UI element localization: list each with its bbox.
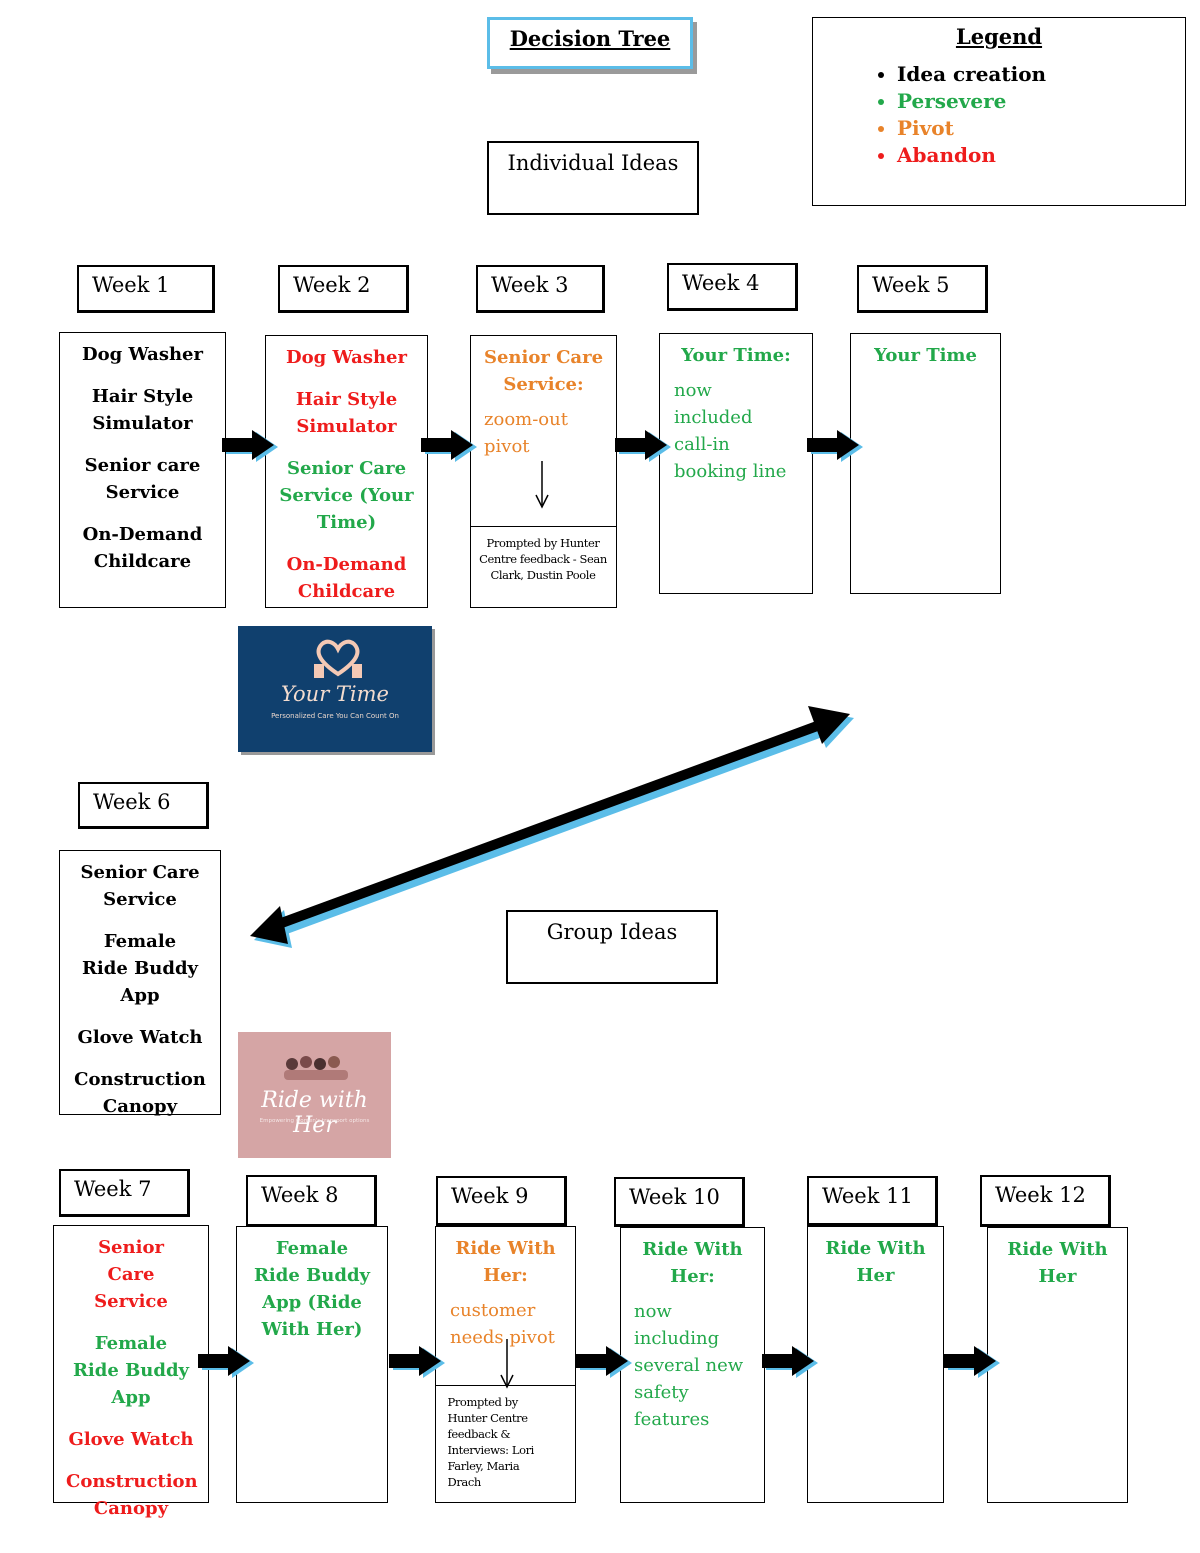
week-9-box: Ride With Her: customer needs pivot Prom…	[434, 1226, 576, 1503]
week-7-idea: Female Ride Buddy App	[72, 1333, 190, 1408]
individual-ideas-label: Individual Ideas	[507, 151, 679, 175]
right-arrow-icon	[944, 1346, 1000, 1378]
week-2-idea: On-Demand Childcare	[286, 554, 407, 602]
week-8-title: Female Ride Buddy App (Ride With Her)	[253, 1238, 371, 1340]
week-10-box: Ride With Her: now including several new…	[620, 1227, 765, 1503]
right-arrow-icon	[389, 1346, 445, 1378]
week-1-idea: Senior care Service	[84, 455, 201, 503]
week-1-label: Week 1	[77, 265, 215, 313]
week-3-down-arrow	[535, 461, 549, 509]
week-3-footnote-box: Prompted by Hunter Centre feedback - Sea…	[469, 526, 617, 608]
week-11-label: Week 11	[807, 1176, 938, 1226]
legend-item-abandon: Abandon	[897, 142, 1185, 169]
week-6-idea: Glove Watch	[77, 1027, 203, 1048]
week-2-idea: Dog Washer	[286, 347, 407, 368]
week-11-box: Ride With Her	[807, 1226, 944, 1503]
right-arrow-icon	[615, 430, 671, 462]
double-headed-diagonal-arrow	[250, 706, 854, 948]
right-arrow-icon	[421, 430, 477, 462]
right-arrow-icon	[198, 1346, 254, 1378]
right-arrow-icon	[762, 1346, 818, 1378]
legend-item-persevere: Persevere	[897, 88, 1185, 115]
week-3-footnote: Prompted by Hunter Centre feedback - Sea…	[479, 536, 607, 582]
week-9-note: customer needs pivot	[450, 1300, 555, 1348]
week-12-title: Ride With Her	[1007, 1239, 1108, 1287]
week-5-label: Week 5	[857, 265, 988, 313]
week-4-box: Your Time: now included call-in booking …	[659, 333, 813, 594]
week-10-note: now including several new safety feature…	[634, 1301, 744, 1430]
week-1-idea: On-Demand Childcare	[82, 524, 203, 572]
week-6-idea: Senior Care Service	[80, 862, 200, 910]
week-10-label: Week 10	[614, 1177, 745, 1227]
week-10-title: Ride With Her:	[642, 1239, 743, 1287]
week-4-label: Week 4	[667, 263, 798, 311]
week-5-title: Your Time	[874, 345, 977, 366]
week-3-label: Week 3	[476, 265, 605, 313]
week-12-box: Ride With Her	[987, 1227, 1128, 1503]
week-11-title: Ride With Her	[825, 1238, 926, 1286]
your-time-logo: Your Time Personalized Care You Can Coun…	[238, 626, 432, 752]
week-4-note: now included call-in booking line	[674, 380, 787, 482]
your-time-logo-tagline: Personalized Care You Can Count On	[271, 712, 399, 720]
week-2-idea: Hair Style Simulator	[295, 389, 398, 437]
ride-with-her-logo-tagline: Empowering women's transport options	[259, 1118, 370, 1124]
legend-item-pivot: Pivot	[897, 115, 1185, 142]
week-7-label: Week 7	[59, 1169, 190, 1217]
week-7-box: Senior Care Service Female Ride Buddy Ap…	[53, 1225, 209, 1519]
diagram-title: Decision Tree	[487, 17, 693, 69]
week-6-box: Senior Care Service Female Ride Buddy Ap…	[59, 850, 221, 1117]
right-arrow-icon	[576, 1346, 632, 1378]
right-arrow-icon	[222, 430, 278, 462]
week-9-title: Ride With Her:	[455, 1238, 556, 1286]
diagram-title-text: Decision Tree	[509, 26, 671, 51]
ride-with-her-logo-name: Ride with Her	[261, 1088, 368, 1138]
week-5-box: Your Time	[850, 333, 1001, 594]
week-9-label: Week 9	[436, 1176, 567, 1226]
women-group-icon	[284, 1056, 348, 1080]
legend-item-idea-creation: Idea creation	[897, 61, 1185, 88]
week-1-idea: Hair Style Simulator	[91, 386, 194, 434]
week-3-box: Senior Care Service: zoom-out pivot Prom…	[469, 335, 617, 608]
week-2-box: Dog Washer Hair Style Simulator Senior C…	[265, 335, 428, 608]
ride-with-her-logo: Ride with Her Empowering women's transpo…	[238, 1032, 391, 1158]
group-ideas-label: Group Ideas	[546, 920, 678, 944]
group-ideas-header: Group Ideas	[506, 910, 718, 984]
week-7-idea: Construction Canopy	[66, 1471, 198, 1519]
week-3-title: Senior Care Service:	[483, 347, 604, 395]
week-6-idea: Construction Canopy	[74, 1069, 206, 1117]
week-7-idea: Glove Watch	[68, 1429, 194, 1450]
week-1-idea: Dog Washer	[82, 344, 203, 365]
right-arrow-icon	[807, 430, 863, 462]
week-12-label: Week 12	[980, 1175, 1111, 1227]
week-6-idea: Female Ride Buddy App	[81, 931, 199, 1006]
week-2-label: Week 2	[278, 265, 409, 313]
week-6-label: Week 6	[78, 782, 209, 829]
week-3-note: zoom-out pivot	[484, 409, 568, 457]
your-time-logo-name: Your Time	[281, 682, 389, 706]
week-9-footnote: Prompted by Hunter Centre feedback & Int…	[447, 1395, 535, 1489]
heart-hands-icon	[314, 639, 362, 678]
week-9-footnote-box: Prompted by Hunter Centre feedback & Int…	[434, 1385, 576, 1503]
week-9-down-arrow	[500, 1339, 514, 1389]
legend: Legend Idea creation Persevere Pivot Aba…	[812, 17, 1186, 206]
week-7-idea: Senior Care Service	[94, 1237, 168, 1312]
individual-ideas-header: Individual Ideas	[487, 141, 699, 215]
week-2-idea: Senior Care Service (Your Time)	[279, 458, 414, 533]
legend-list: Idea creation Persevere Pivot Abandon	[813, 61, 1185, 169]
week-8-box: Female Ride Buddy App (Ride With Her)	[236, 1226, 388, 1503]
legend-title: Legend	[955, 24, 1043, 49]
week-8-label: Week 8	[246, 1175, 377, 1227]
week-1-box: Dog Washer Hair Style Simulator Senior c…	[59, 332, 226, 608]
week-4-title: Your Time:	[681, 345, 791, 366]
